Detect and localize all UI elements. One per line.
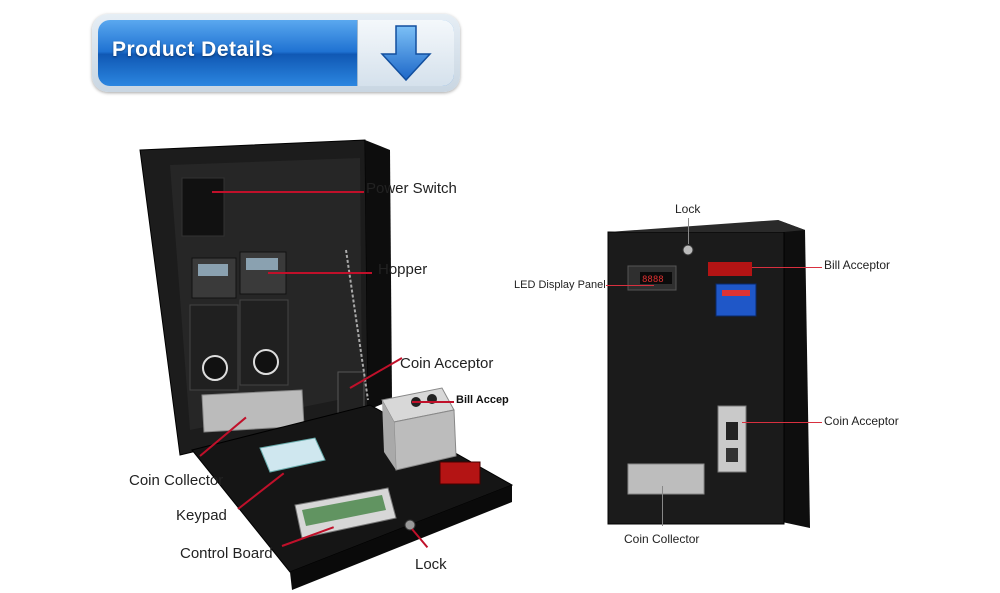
label-coin-collector-left: Coin Collector [129, 472, 224, 489]
label-lock-left: Lock [415, 556, 447, 573]
product-details-banner: Product Details [92, 14, 460, 92]
label-coin-acceptor: Coin Acceptor [400, 355, 494, 372]
banner-title: Product Details [112, 38, 274, 61]
label-led-display: LED Display Panel [514, 279, 606, 291]
leader-power-switch [212, 191, 364, 193]
label-coin-acceptor-right: Coin Acceptor [824, 414, 899, 428]
leader-coin-collector-right [662, 486, 663, 526]
closed-machine-illustration [607, 220, 810, 528]
display-value: 8888 [642, 275, 664, 284]
leader-led-display [606, 285, 654, 286]
label-power-switch: Power Switch [366, 180, 457, 197]
label-keypad: Keypad [176, 507, 227, 524]
banner-face: Product Details [98, 20, 454, 86]
leader-hopper [268, 272, 372, 274]
leader-lock-right [688, 218, 689, 244]
leader-bill-acceptor [412, 401, 454, 403]
label-lock-right: Lock [675, 202, 701, 216]
label-hopper: Hopper [378, 261, 428, 278]
leader-coin-acceptor-right [742, 422, 822, 423]
label-control-board: Control Board [180, 545, 273, 562]
leader-bill-acceptor-right [752, 267, 822, 268]
label-bill-acceptor-right: Bill Acceptor [824, 258, 891, 272]
open-machine-illustration [139, 139, 514, 590]
label-coin-collector-right: Coin Collector [624, 532, 700, 546]
label-bill-acceptor-left: Bill Accep [456, 394, 509, 406]
down-arrow-icon [380, 25, 432, 82]
display-digits: 8888 [642, 275, 664, 284]
banner-arrow-box [357, 20, 454, 86]
